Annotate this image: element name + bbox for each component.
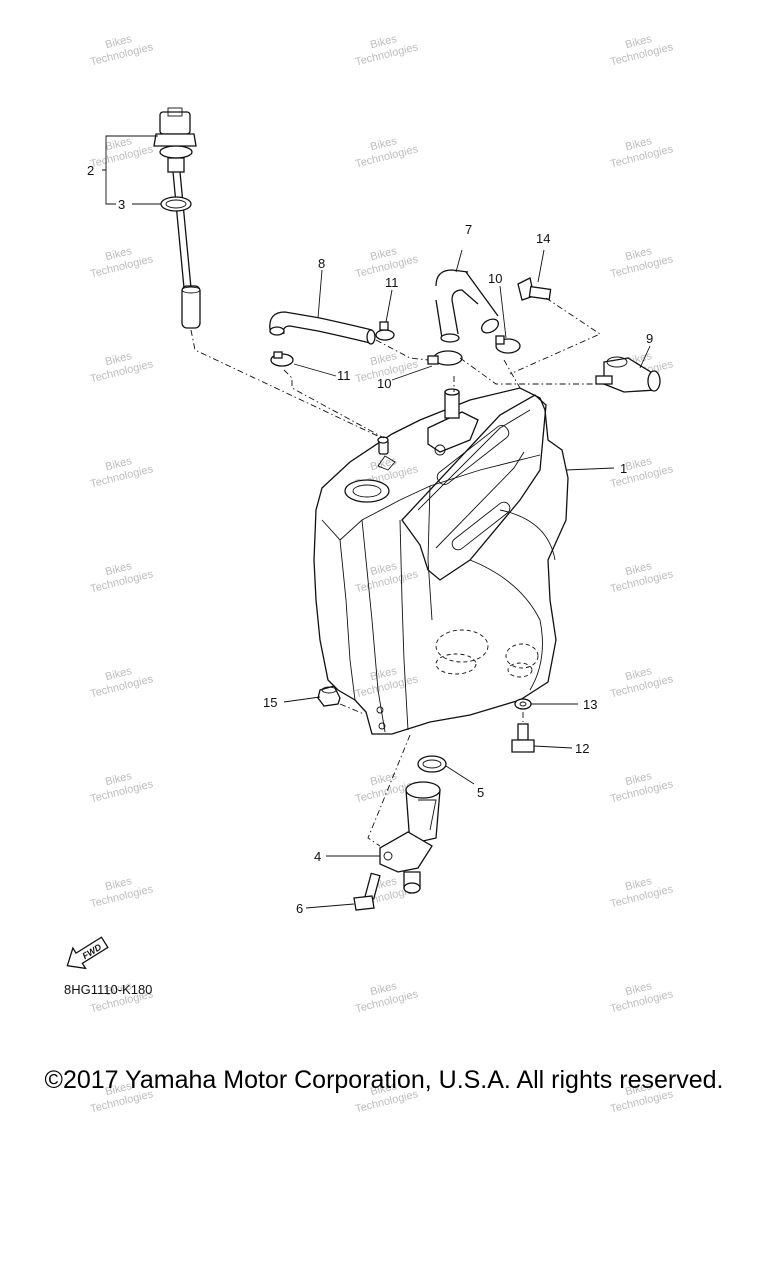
callout-12: 12 (575, 741, 589, 756)
hose-clamp-10-left (427, 350, 463, 366)
hose-7 (435, 269, 500, 343)
callout-10-mid: 10 (377, 376, 391, 391)
callout-13: 13 (583, 697, 597, 712)
oil-level-gauge (153, 107, 201, 329)
callout-8: 8 (318, 256, 325, 271)
copyright-notice: ©2017 Yamaha Motor Corporation, U.S.A. A… (45, 1066, 724, 1094)
callout-6: 6 (296, 901, 303, 916)
callout-2: 2 (87, 163, 94, 178)
hose-8 (269, 311, 376, 345)
callout-10-top: 10 (488, 271, 502, 286)
bolt-14 (517, 277, 552, 301)
oil-tank (313, 387, 569, 735)
strainer-4 (379, 781, 441, 894)
hose-clamp-11-left (270, 351, 294, 367)
diagram-code: 8HG1110-K180 (64, 982, 152, 997)
nut-15 (317, 685, 341, 707)
callout-7: 7 (465, 222, 472, 237)
leader-lines (102, 135, 651, 909)
bolt-12 (511, 723, 535, 753)
callout-1: 1 (620, 461, 627, 476)
hose-clamp-10-right (495, 335, 521, 354)
o-ring-3 (160, 196, 192, 212)
hose-clamp-11-top (375, 321, 395, 341)
callout-labels: 1 2 3 4 5 6 7 8 9 10 10 11 11 12 13 14 1… (87, 163, 653, 916)
callout-15: 15 (263, 695, 277, 710)
callout-4: 4 (314, 849, 321, 864)
callout-3: 3 (118, 197, 125, 212)
joint-9 (595, 356, 661, 393)
bolt-6 (353, 872, 381, 911)
callout-14: 14 (536, 231, 550, 246)
callout-11-left: 11 (337, 368, 351, 383)
callout-9: 9 (646, 331, 653, 346)
washer-13 (514, 698, 532, 710)
o-ring-5 (417, 755, 447, 773)
assembly-lines (190, 297, 601, 847)
fwd-arrow-icon: FWD (66, 936, 109, 970)
callout-5: 5 (477, 785, 484, 800)
callout-11-top: 11 (385, 275, 399, 290)
